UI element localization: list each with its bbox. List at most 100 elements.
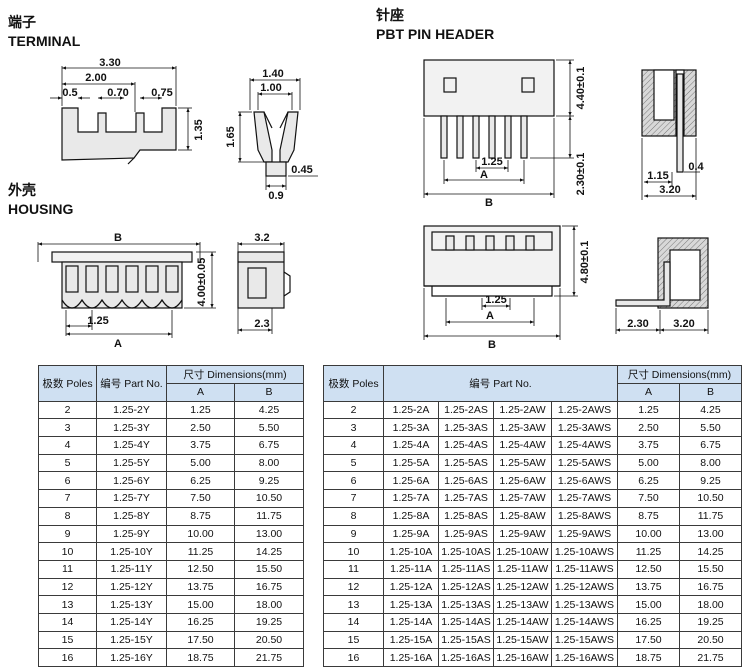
technical-drawings: 3.30 2.00 0.5 0.70 0.75 1.35 1.40 1.00 1…: [37, 57, 709, 351]
table-cell: 1.25-14AS: [438, 612, 494, 632]
table-cell: 1.25-13AWS: [551, 595, 618, 614]
part-no-header: 编号 Part No.: [96, 365, 167, 402]
housing-side-drawing: [237, 251, 291, 309]
table-cell: 3.75: [166, 436, 235, 455]
dim-a-header: A: [617, 383, 680, 402]
table-cell: 10.50: [233, 489, 305, 508]
table-cell: 8: [323, 506, 384, 526]
terminal-title-cn: 端子: [8, 14, 36, 30]
table-cell: 1.25-3AWS: [551, 418, 618, 438]
svg-text:A: A: [486, 310, 494, 322]
svg-text:1.65: 1.65: [225, 126, 237, 147]
table-cell: 1.25-9AWS: [551, 524, 618, 544]
table-cell: 1.25-14A: [383, 612, 439, 632]
table-cell: 1.25-2AWS: [551, 400, 618, 420]
svg-text:A: A: [114, 338, 122, 350]
table-cell: 1.25-4Y: [96, 436, 167, 455]
housing-side-dimension-lines: [237, 242, 285, 334]
table-cell: 14.25: [678, 542, 743, 561]
table-cell: 1.25-15AWS: [551, 630, 618, 650]
table-cell: 11.75: [678, 506, 743, 526]
table-cell: 8.00: [678, 453, 743, 473]
terminal-title-en: TERMINAL: [8, 33, 81, 49]
table-cell: 1.25-13A: [383, 595, 439, 614]
svg-text:B: B: [488, 339, 496, 351]
table-cell: 1.25-8AWS: [551, 506, 618, 526]
table-cell: 7: [323, 489, 384, 508]
table-cell: 1.25-11AW: [493, 559, 552, 579]
table-cell: 1.25-15Y: [96, 630, 167, 650]
pin-header-ra-side-dimension-lines: [615, 308, 709, 334]
svg-text:2.3: 2.3: [254, 318, 269, 330]
table-cell: 5: [323, 453, 384, 473]
table-cell: 16.75: [678, 577, 743, 597]
pin-header-ra-front-dimension-lines: [423, 225, 578, 340]
table-cell: 1.25-16Y: [96, 648, 167, 667]
table-cell: 9: [38, 524, 97, 544]
table-cell: 13.00: [233, 524, 305, 544]
pin-header-ra-side-drawing: [615, 237, 709, 309]
table-cell: 12: [38, 577, 97, 597]
table-cell: 12.50: [617, 559, 680, 579]
pin-header-side-drawing: [641, 69, 697, 173]
table-cell: 12.50: [166, 559, 235, 579]
dimensions-header: 尺寸 Dimensions(mm): [616, 365, 743, 384]
table-cell: 1.25-3AS: [438, 418, 494, 438]
pin-header-front-dimension-labels: 4.40±0.1 1.25 A 2.30±0.1 B: [480, 67, 587, 209]
svg-text:3.2: 3.2: [254, 232, 269, 244]
svg-text:1.35: 1.35: [193, 119, 205, 140]
table-cell: 1.25-8AS: [438, 506, 494, 526]
table-cell: 3.75: [617, 436, 680, 455]
table-cell: 5.00: [166, 453, 235, 473]
table-cell: 2: [38, 400, 97, 420]
table-cell: 1.25-13Y: [96, 595, 167, 614]
table-cell: 10.50: [678, 489, 743, 508]
table-cell: 1.25-5AW: [493, 453, 552, 473]
dim-b-header: B: [678, 383, 743, 402]
table-cell: 1.25-12Y: [96, 577, 167, 597]
pin-header-title-cn: 针座: [376, 7, 404, 23]
table-cell: 1.25-10A: [383, 542, 439, 561]
housing-spec-table: 极数 Poles 编号 Part No. 尺寸 Dimensions(mm) A…: [38, 365, 305, 667]
table-cell: 8: [38, 506, 97, 526]
table-cell: 10: [38, 542, 97, 561]
svg-text:3.30: 3.30: [99, 57, 120, 69]
table-cell: 1.25-9Y: [96, 524, 167, 544]
terminal-end-dimension-labels: 1.40 1.00 1.65 0.45 0.9: [225, 68, 313, 202]
table-cell: 9: [323, 524, 384, 544]
table-cell: 6: [38, 471, 97, 491]
table-cell: 15.50: [678, 559, 743, 579]
table-cell: 6.25: [166, 471, 235, 491]
table-cell: 1.25-8A: [383, 506, 439, 526]
table-cell: 7: [38, 489, 97, 508]
svg-text:0.9: 0.9: [268, 190, 283, 202]
table-cell: 1.25-11Y: [96, 559, 167, 579]
table-cell: 10: [323, 542, 384, 561]
table-cell: 1.25-4AW: [493, 436, 552, 455]
table-cell: 1.25-6AS: [438, 471, 494, 491]
table-cell: 10.00: [166, 524, 235, 544]
table-cell: 15: [323, 630, 384, 650]
table-cell: 18.00: [233, 595, 305, 614]
table-cell: 15: [38, 630, 97, 650]
table-cell: 1.25-14AW: [493, 612, 552, 632]
table-cell: 4.25: [678, 400, 743, 420]
table-cell: 1.25-12AS: [438, 577, 494, 597]
terminal-dimension-lines: [50, 66, 192, 151]
table-cell: 1.25-11AWS: [551, 559, 618, 579]
table-cell: 15.00: [617, 595, 680, 614]
